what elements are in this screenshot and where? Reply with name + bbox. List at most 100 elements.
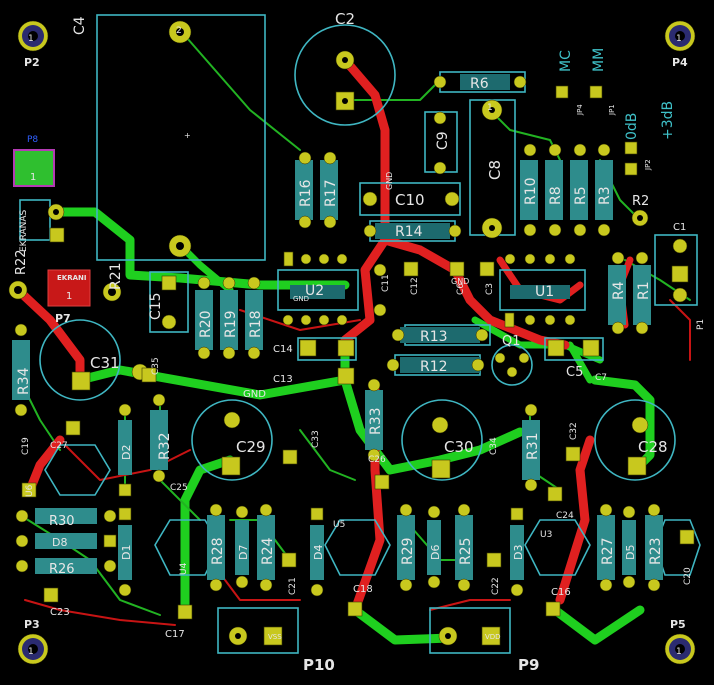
r5-body [570, 160, 588, 220]
label-c13: C13 [273, 374, 293, 385]
label-d2: D2 [120, 445, 133, 460]
mount-p2 [17, 20, 49, 52]
d5-body [622, 520, 636, 575]
p3-pin-1: 1 [28, 647, 34, 657]
label-r20: R20 [198, 310, 214, 338]
r16-body [295, 160, 313, 220]
u5-outline [324, 519, 391, 576]
label-c2: C2 [335, 10, 355, 28]
r6-body [460, 74, 510, 90]
label-u4: U4 [179, 562, 189, 575]
d4-body [310, 525, 324, 580]
r10-body [520, 160, 538, 220]
label-r23: R23 [648, 537, 664, 565]
label-r31: R31 [525, 432, 541, 460]
label-r33: R33 [368, 407, 384, 435]
label-c28: C28 [638, 438, 668, 456]
label-r4: R4 [611, 281, 627, 300]
label-c1: C1 [673, 222, 686, 233]
c4-plus: + [184, 131, 191, 140]
r24-body [257, 515, 275, 580]
p8-outline [19, 199, 51, 241]
label-mm: MM [591, 48, 607, 72]
label-q1: Q1 [502, 334, 521, 349]
label-r29: R29 [400, 537, 416, 565]
label-r5: R5 [573, 186, 589, 205]
r12-body [400, 357, 480, 373]
u1-outline [499, 269, 586, 311]
label-gnd-u1: GND [451, 277, 469, 286]
c10-outline [359, 182, 461, 216]
label-d3: D3 [512, 545, 525, 560]
component-bodies [12, 74, 663, 580]
c31-outline [39, 319, 121, 401]
r13-body [400, 327, 480, 343]
d2-body [118, 420, 132, 475]
c8-pin-1: 1 [487, 103, 493, 113]
c14-outline [297, 337, 357, 361]
label-p4: P4 [672, 56, 688, 69]
r30-body [35, 508, 97, 524]
label-r21: R21 [108, 262, 124, 290]
r31-body [522, 420, 540, 480]
r23-body [645, 515, 663, 580]
label-c26: C26 [368, 455, 386, 465]
label-r10: R10 [523, 177, 539, 205]
label-plus3db: +3dB [660, 101, 676, 140]
p8-pin: 1 [30, 172, 36, 183]
label-r14: R14 [395, 224, 423, 240]
d7-body [235, 520, 249, 575]
d8-body [35, 533, 97, 549]
p4-pin-1: 1 [676, 34, 682, 44]
label-r24: R24 [260, 537, 276, 565]
label-r16: R16 [298, 179, 314, 207]
label-vss: VSS [268, 633, 282, 641]
label-c8: C8 [486, 160, 504, 180]
label-c3: C3 [485, 283, 495, 295]
label-c24: C24 [556, 511, 574, 521]
label-r12: R12 [420, 359, 448, 375]
label-c19: C19 [21, 437, 31, 455]
label-p3: P3 [24, 618, 40, 631]
label-d7: D7 [237, 545, 250, 560]
label-c17: C17 [165, 629, 185, 640]
label-d8: D8 [52, 536, 67, 549]
label-r26: R26 [49, 562, 75, 577]
label-p5: P5 [670, 618, 686, 631]
label-c4: C4 [72, 16, 88, 35]
label-c10: C10 [395, 191, 425, 209]
c29-outline [191, 399, 273, 481]
p1-outline [654, 234, 698, 306]
c5-outline [544, 337, 604, 361]
label-r32: R32 [157, 432, 173, 460]
label-c25: C25 [170, 483, 188, 493]
r19-body [220, 290, 238, 350]
p2-pin-1: 1 [28, 34, 34, 44]
label-jp4: JP4 [576, 104, 584, 116]
label-gnd-bottom: GND [243, 389, 266, 400]
label-c6: C6 [456, 283, 466, 295]
u2-outline [277, 269, 359, 311]
label-r25: R25 [458, 537, 474, 565]
r34-body [12, 340, 30, 400]
label-p10: P10 [303, 656, 335, 674]
d3-body [510, 525, 524, 580]
u3-outline [524, 519, 591, 576]
r33-body [365, 390, 383, 450]
c30-outline [401, 399, 483, 481]
c28-outline [594, 399, 676, 481]
label-c16: C16 [551, 587, 571, 598]
label-c31: C31 [90, 354, 120, 372]
d6-body [427, 520, 441, 575]
label-r3: R3 [597, 186, 613, 205]
label-p7: P7 [55, 312, 71, 325]
silkscreen-outlines [19, 14, 701, 654]
label-c12: C12 [410, 277, 420, 295]
label-c30: C30 [444, 438, 474, 456]
pads [8, 20, 696, 665]
label-d1: D1 [120, 545, 133, 560]
label-c20: C20 [683, 567, 693, 585]
r29-body [397, 515, 415, 580]
label-r18: R18 [248, 310, 264, 338]
r18-body [245, 290, 263, 350]
